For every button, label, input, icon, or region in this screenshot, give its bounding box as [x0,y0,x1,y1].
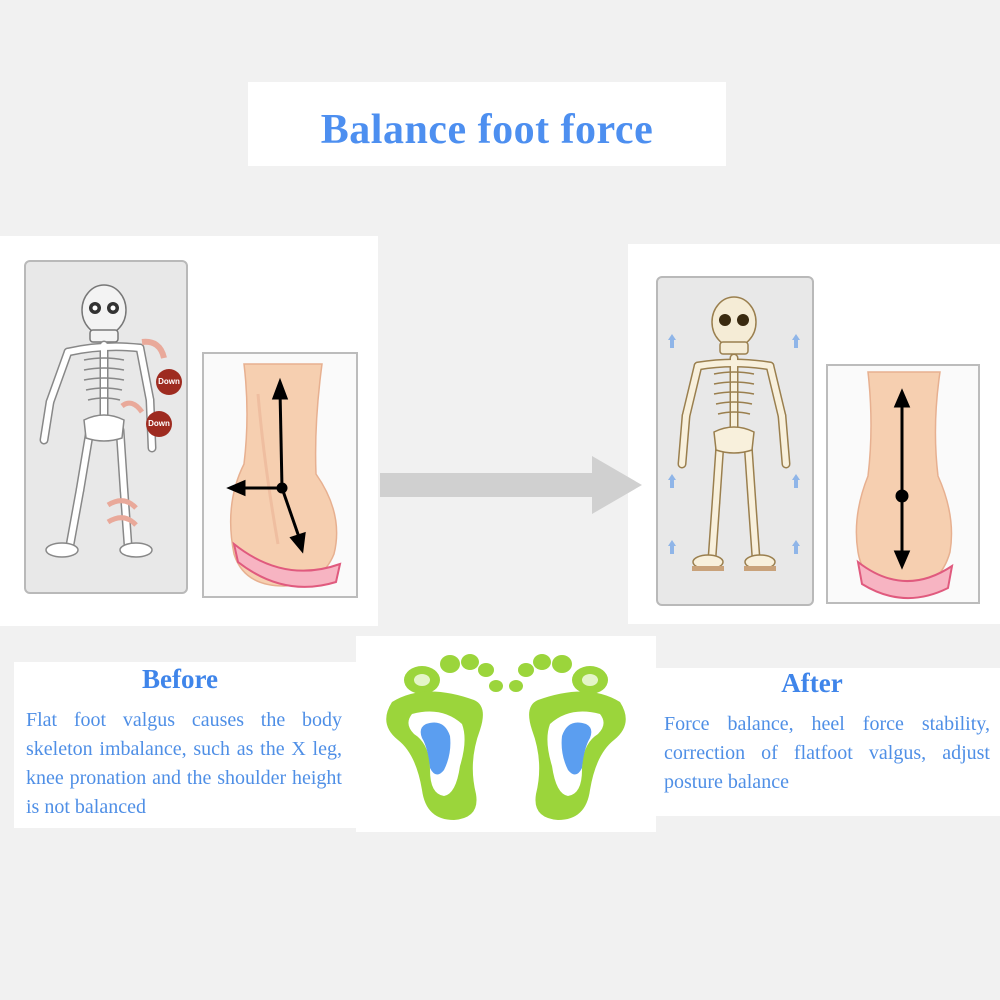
title-panel [248,82,726,166]
down-badge-knee: Down [146,411,172,437]
before-text-panel [14,662,356,828]
right-insole-icon [509,654,626,820]
before-heel-illustration [226,363,342,588]
before-description: Flat foot valgus causes the body skeleto… [26,709,342,818]
after-heel-illustration [855,371,954,599]
before-heading: Before [142,664,218,694]
after-skeleton-illustration [668,296,800,571]
transition-arrow [380,456,642,514]
after-description: Force balance, heel force stability, cor… [664,713,990,793]
page-title: Balance foot force [320,107,654,153]
after-text-panel [656,668,1000,816]
insole-pair-illustration [386,654,626,820]
down-badge-shoulder: Down [156,369,182,395]
after-heading: After [781,668,843,698]
left-insole-icon [386,654,503,820]
